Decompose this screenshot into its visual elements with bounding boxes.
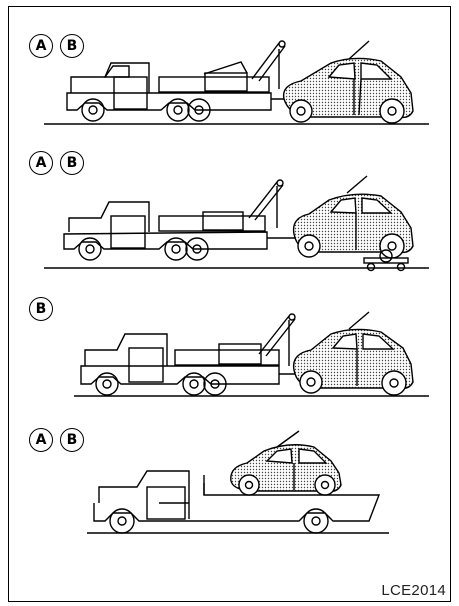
scene-wheel-lift-tow-with-dollies: A B — [9, 146, 452, 286]
figure-code: LCE2014 — [381, 582, 446, 599]
figure-frame: A B — [8, 6, 451, 602]
tow-truck-illustration — [9, 146, 452, 286]
scene-flatbed-tow: A B — [9, 423, 452, 563]
flatbed-truck-illustration — [9, 423, 452, 563]
scene-wheel-lift-tow-front-lifted: B — [9, 284, 452, 424]
tow-truck-illustration — [9, 284, 452, 424]
